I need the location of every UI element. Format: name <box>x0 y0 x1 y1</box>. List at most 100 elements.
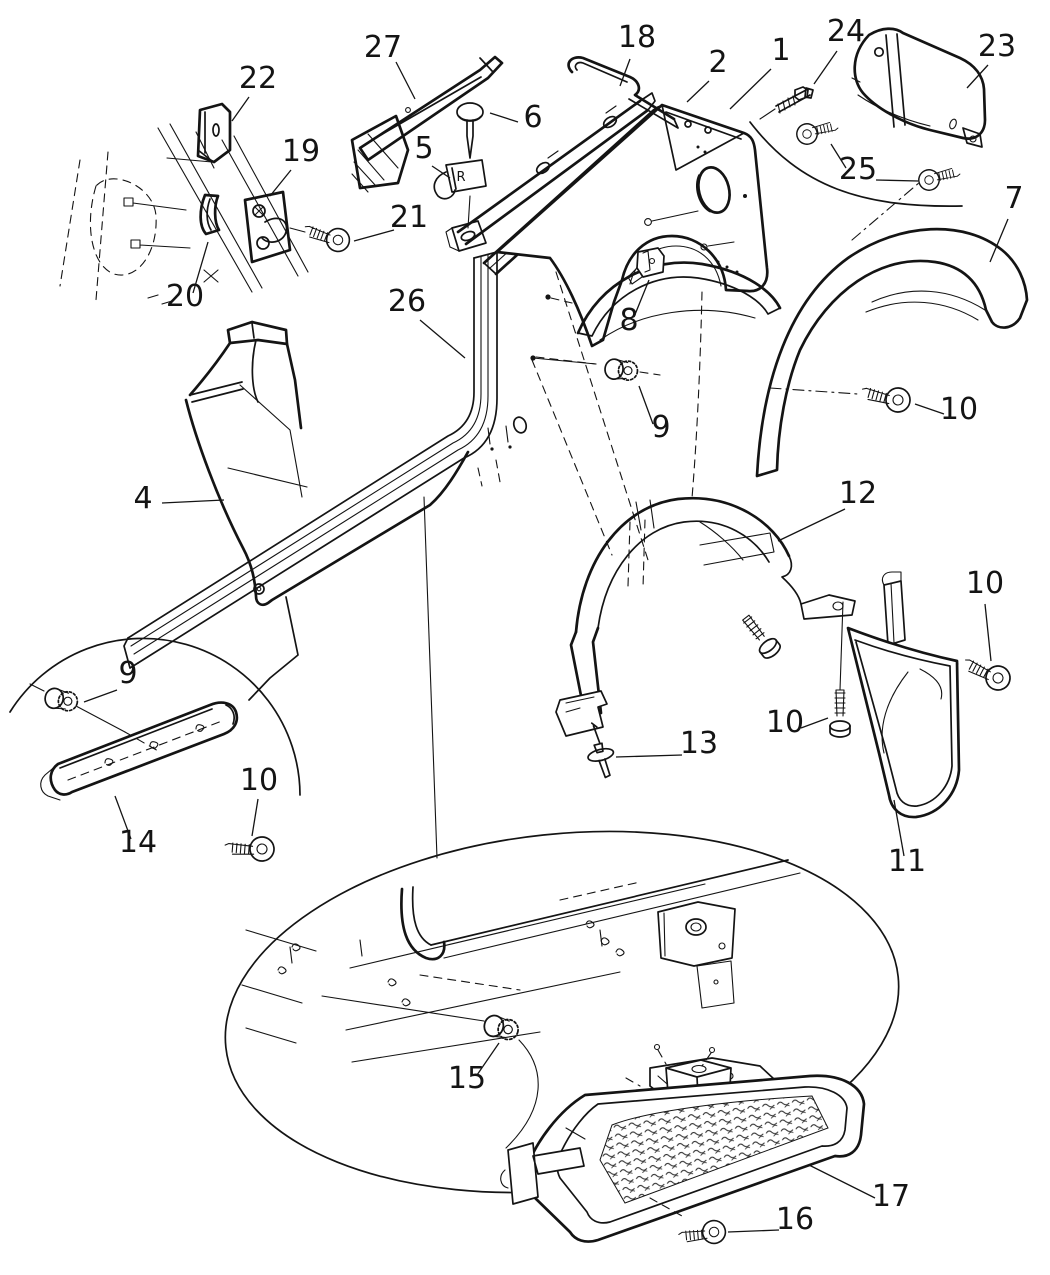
inner-wheelhouse <box>576 261 782 341</box>
barrel-nut-9-detail <box>42 685 81 714</box>
callout-6-7: 6 <box>523 100 542 135</box>
callout-4-18: 4 <box>133 481 152 516</box>
screw-10-detail <box>223 834 277 867</box>
callout-1-3: 1 <box>771 33 790 68</box>
callout-21-12: 21 <box>390 200 428 235</box>
hex-bolt-10 <box>829 689 851 738</box>
leader-line-6-7 <box>489 112 519 123</box>
leader-line-13-23 <box>615 754 683 758</box>
callout-25-10: 25 <box>839 152 877 187</box>
phantom-body-structure <box>59 123 309 305</box>
side-step <box>500 1043 866 1255</box>
callout-26-14: 26 <box>388 284 426 319</box>
door-check-bracket-19 <box>243 190 306 264</box>
leader-line-19-9 <box>269 169 292 197</box>
alignment-lines <box>477 271 703 561</box>
callout-15-27: 15 <box>448 1061 486 1096</box>
leader-line-21-12 <box>353 229 395 242</box>
callout-12-19: 12 <box>839 476 877 511</box>
leader-line-23-5 <box>966 64 989 89</box>
callout-13-23: 13 <box>680 726 718 761</box>
leader-line-5-8 <box>431 165 451 179</box>
leader-line-24-4 <box>813 50 838 85</box>
callout-19-9: 19 <box>282 134 320 169</box>
corner-channel-18 <box>567 56 679 129</box>
leader-line-27-0 <box>395 61 416 100</box>
leader-line-11-26 <box>893 799 905 857</box>
leader-line-10-20 <box>984 603 992 662</box>
leader-line-7-11 <box>989 218 1009 263</box>
callout-10-24: 10 <box>240 763 278 798</box>
callout-7-11: 7 <box>1004 181 1023 216</box>
push-pin-13 <box>587 722 615 779</box>
bracket-8 <box>627 247 665 285</box>
leader-line-10-24 <box>251 798 259 837</box>
bracket-22 <box>196 102 232 164</box>
step-front-bracket <box>500 1127 586 1205</box>
flare-screw-10 <box>769 385 912 414</box>
callout-10-20: 10 <box>966 566 1004 601</box>
callout-11-26: 11 <box>888 844 926 879</box>
bolt-16 <box>677 1216 730 1255</box>
leader-line-15-27 <box>476 1042 500 1076</box>
push-pin-6 <box>456 102 484 159</box>
detail-circle <box>9 637 301 867</box>
callout-20-13: 20 <box>166 279 204 314</box>
callout-9-21: 9 <box>118 656 137 691</box>
barrel-nut-9 <box>603 357 640 383</box>
callout-14-25: 14 <box>119 825 157 860</box>
leader-line-18-1 <box>619 58 631 87</box>
leader-line-25-10 <box>875 179 919 182</box>
leader-line-22-6 <box>231 96 250 122</box>
mudflap <box>846 626 961 819</box>
belt-rail <box>445 92 656 252</box>
callout-5-8: 5 <box>414 131 433 166</box>
bracket-23 <box>851 27 987 148</box>
callout-8-15: 8 <box>619 303 638 338</box>
leader-line-2-2 <box>686 80 710 103</box>
body-opening-arc <box>749 121 963 207</box>
leader-line-9-16 <box>638 385 654 425</box>
callout-27-0: 27 <box>364 30 402 65</box>
callout-9-16: 9 <box>651 410 670 445</box>
retainer-bracket-5: R <box>433 159 487 229</box>
callout-22-6: 22 <box>239 61 277 96</box>
leader-line-10-17 <box>914 403 945 415</box>
leader-line-26-14 <box>419 319 466 359</box>
stud-24 <box>759 86 814 120</box>
screw-10-right <box>959 656 1014 694</box>
body-side-panel <box>184 320 470 701</box>
screw-21 <box>301 223 352 254</box>
wheelhouse-liner <box>555 496 856 737</box>
callout-16-29: 16 <box>776 1202 814 1237</box>
leader-line-14-25 <box>114 795 132 840</box>
leader-line-4-18 <box>161 499 225 504</box>
bracket-r-mark: R <box>456 170 465 185</box>
leader-line-12-19 <box>777 508 846 542</box>
sill-molding-14 <box>40 701 239 801</box>
leader-line-20-13 <box>192 241 209 294</box>
callout-10-17: 10 <box>940 392 978 427</box>
callout-18-1: 18 <box>618 20 656 55</box>
callout-2-2: 2 <box>708 45 727 80</box>
callout-24-4: 24 <box>827 14 865 49</box>
barrel-nut-15 <box>481 1012 522 1044</box>
sill-bracket-upper <box>657 901 736 1009</box>
leader-line-17-28 <box>808 1164 876 1199</box>
clip-20 <box>199 193 221 236</box>
frame-bracket-27 <box>350 55 504 193</box>
fender-flare <box>755 227 1029 478</box>
leader-line-1-3 <box>729 68 772 110</box>
leader-line-10-22 <box>800 717 829 729</box>
rocker-sill-detail <box>241 859 801 1063</box>
leader-line-16-29 <box>727 1229 780 1233</box>
hex-screw-10 <box>737 610 784 662</box>
callout-10-22: 10 <box>766 705 804 740</box>
leader-line-8-15 <box>633 279 650 318</box>
callout-23-5: 23 <box>978 29 1016 64</box>
screws-25 <box>792 111 962 241</box>
callout-17-28: 17 <box>872 1179 910 1214</box>
